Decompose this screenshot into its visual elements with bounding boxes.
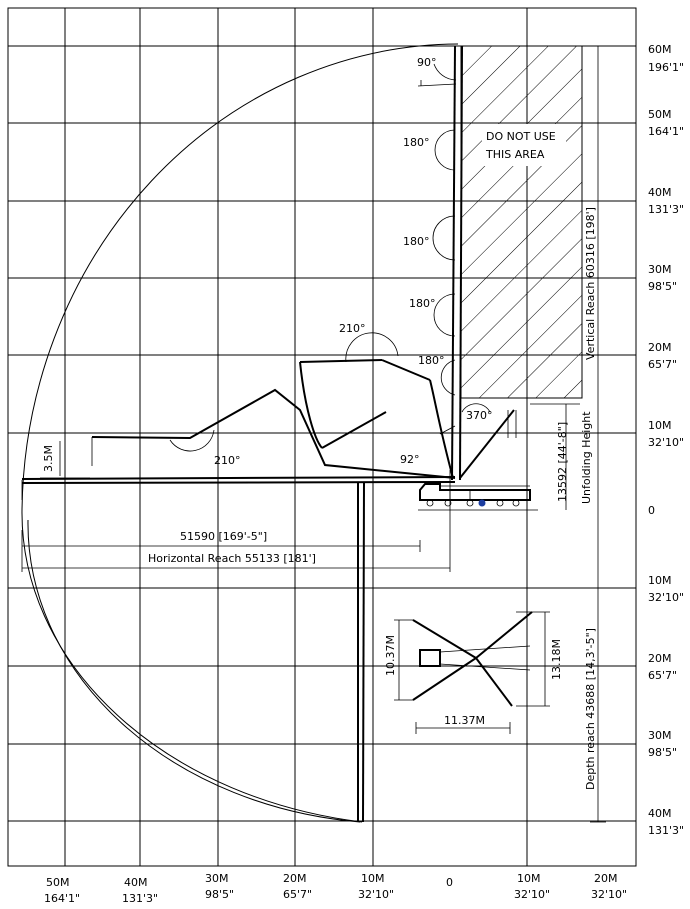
outrigger-width-label: 11.37M xyxy=(444,714,485,727)
bottom-tick-10m-ft: 32'10" xyxy=(358,888,394,901)
horizontal-reach-label: Horizontal Reach 55133 [181'] xyxy=(148,552,316,565)
right-axis: 60M 196'1" 50M 164'1" 40M 131'3" 30M 98'… xyxy=(648,43,684,837)
warning-text-line2: THIS AREA xyxy=(485,148,545,161)
bottom-tick-pos20m-ft: 32'10" xyxy=(591,888,627,901)
right-tick-30m: 30M xyxy=(648,263,672,276)
right-tick-40m-ft: 131'3" xyxy=(648,203,684,216)
depth-boom xyxy=(357,481,365,823)
bottom-tick-10m: 10M xyxy=(361,872,385,885)
height-3-5m-label: 3.5M xyxy=(42,445,55,472)
right-tick-neg10m: 10M xyxy=(648,574,672,587)
right-tick-20m-ft: 65'7" xyxy=(648,358,677,371)
bottom-tick-50m: 50M xyxy=(46,876,70,889)
bottom-tick-30m: 30M xyxy=(205,872,229,885)
bottom-tick-pos10m-ft: 32'10" xyxy=(514,888,550,901)
angle-92: 92° xyxy=(400,453,420,466)
bottom-tick-40m: 40M xyxy=(124,876,148,889)
reach-envelope-arc xyxy=(21,43,459,823)
reach-51590-label: 51590 [169'-5"] xyxy=(180,530,267,543)
unfolding-height-value: 13592 [44'-8"] xyxy=(556,422,569,502)
unfolding-height-label: Unfolding Height xyxy=(580,411,593,504)
right-tick-20m: 20M xyxy=(648,341,672,354)
horizontal-boom xyxy=(21,476,456,500)
right-tick-50m-ft: 164'1" xyxy=(648,125,684,138)
angle-180-4: 180° xyxy=(418,354,445,367)
plot-frame xyxy=(7,7,637,867)
right-tick-60m: 60M xyxy=(648,43,672,56)
right-tick-10m-ft: 32'10" xyxy=(648,436,684,449)
vertical-boom xyxy=(417,45,463,481)
do-not-use-area xyxy=(460,45,583,399)
angle-210-lower: 210° xyxy=(214,454,241,467)
bottom-axis: 50M 164'1" 40M 131'3" 30M 98'5" 20M 65'7… xyxy=(44,872,627,905)
raised-boom xyxy=(459,403,517,479)
wheel-highlight xyxy=(478,499,486,507)
reach-envelope-inner-arc xyxy=(27,519,361,823)
right-tick-60m-ft: 196'1" xyxy=(648,61,684,74)
vertical-reach-label: Vertical Reach 60316 [198'] xyxy=(584,207,597,360)
partial-boom xyxy=(91,388,456,479)
bottom-tick-30m-ft: 98'5" xyxy=(205,888,234,901)
angle-90: 90° xyxy=(417,56,437,69)
warning-text-line1: DO NOT USE xyxy=(486,130,556,143)
right-tick-50m: 50M xyxy=(648,108,672,121)
right-tick-neg30m: 30M xyxy=(648,729,672,742)
right-tick-neg40m: 40M xyxy=(648,807,672,820)
bottom-tick-40m-ft: 131'3" xyxy=(122,892,158,905)
angle-180-1: 180° xyxy=(403,136,430,149)
angle-180-2: 180° xyxy=(403,235,430,248)
right-tick-neg20m: 20M xyxy=(648,652,672,665)
bottom-tick-50m-ft: 164'1" xyxy=(44,892,80,905)
bottom-tick-20m: 20M xyxy=(283,872,307,885)
bottom-tick-20m-ft: 65'7" xyxy=(283,888,312,901)
right-tick-neg40m-ft: 131'3" xyxy=(648,824,684,837)
right-tick-10m: 10M xyxy=(648,419,672,432)
bottom-tick-pos20m: 20M xyxy=(594,872,618,885)
right-tick-30m-ft: 98'5" xyxy=(648,280,677,293)
angle-180-3: 180° xyxy=(409,297,436,310)
angle-370: 370° xyxy=(466,409,493,422)
outrigger-left-label: 10.37M xyxy=(384,635,397,676)
angle-210-upper: 210° xyxy=(339,322,366,335)
truck xyxy=(418,483,538,511)
outrigger-right-label: 13.18M xyxy=(550,639,563,680)
outrigger-plan xyxy=(394,611,550,734)
right-tick-40m: 40M xyxy=(648,186,672,199)
right-tick-neg20m-ft: 65'7" xyxy=(648,669,677,682)
depth-reach-label: Depth reach 43688 [14,3'-5"] xyxy=(584,628,597,790)
dimension-lines xyxy=(21,45,606,823)
right-tick-neg10m-ft: 32'10" xyxy=(648,591,684,604)
right-tick-0: 0 xyxy=(648,504,655,517)
bottom-tick-0: 0 xyxy=(446,876,453,889)
right-tick-neg30m-ft: 98'5" xyxy=(648,746,677,759)
bottom-tick-pos10m: 10M xyxy=(517,872,541,885)
folded-boom xyxy=(299,332,456,479)
